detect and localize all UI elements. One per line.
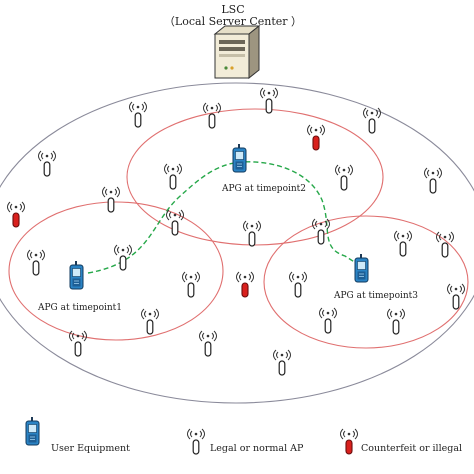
legend-counterfeit-ap-label: Counterfeit or illegal bbox=[361, 443, 462, 454]
legal-ap-icon bbox=[101, 186, 121, 213]
legend-counterfeit-ap-icon bbox=[339, 428, 359, 455]
counterfeit-ap-icon bbox=[6, 201, 26, 228]
legal-ap-icon bbox=[68, 330, 88, 357]
coverage-circle-timepoint3 bbox=[263, 215, 469, 349]
legal-ap-icon bbox=[272, 349, 292, 376]
user-equipment-timepoint3-icon bbox=[354, 253, 369, 283]
legal-ap-icon bbox=[386, 308, 406, 335]
legal-ap-icon bbox=[288, 271, 308, 298]
legal-ap-icon bbox=[198, 330, 218, 357]
outer-coverage-ellipse bbox=[0, 82, 474, 404]
user-equipment-timepoint2-icon bbox=[232, 143, 247, 173]
server-full-name-label: （Local Server Center ） bbox=[164, 15, 302, 28]
timepoint1-label: APG at timepoint1 bbox=[37, 303, 122, 313]
legal-ap-icon bbox=[202, 102, 222, 129]
server-icon bbox=[213, 24, 261, 80]
timepoint3-label: APG at timepoint3 bbox=[333, 291, 418, 301]
legal-ap-icon bbox=[423, 167, 443, 194]
counterfeit-ap-icon bbox=[306, 124, 326, 151]
legal-ap-icon bbox=[128, 101, 148, 128]
user-equipment-timepoint1-icon bbox=[69, 260, 84, 290]
legend-user-equipment-icon bbox=[25, 416, 40, 446]
server-abbr-label: LSC bbox=[221, 3, 244, 16]
legal-ap-icon bbox=[165, 209, 185, 236]
timepoint2-label: APG at timepoint2 bbox=[221, 184, 306, 194]
trajectory-path bbox=[87, 161, 357, 274]
coverage-circle-timepoint2 bbox=[126, 108, 384, 246]
legal-ap-icon bbox=[37, 150, 57, 177]
coverage-circle-timepoint1 bbox=[8, 201, 224, 341]
legal-ap-icon bbox=[362, 107, 382, 134]
legal-ap-icon bbox=[140, 308, 160, 335]
legend-legal-ap-label: Legal or normal AP bbox=[210, 443, 304, 454]
legal-ap-icon bbox=[26, 249, 46, 276]
legal-ap-icon bbox=[242, 220, 262, 247]
legal-ap-icon bbox=[393, 230, 413, 257]
legal-ap-icon bbox=[181, 271, 201, 298]
legal-ap-icon bbox=[318, 307, 338, 334]
legend-legal-ap-icon bbox=[186, 428, 206, 455]
legal-ap-icon bbox=[163, 163, 183, 190]
counterfeit-ap-icon bbox=[235, 271, 255, 298]
legend-user-equipment-label: User Equipment bbox=[51, 443, 130, 454]
legal-ap-icon bbox=[334, 164, 354, 191]
